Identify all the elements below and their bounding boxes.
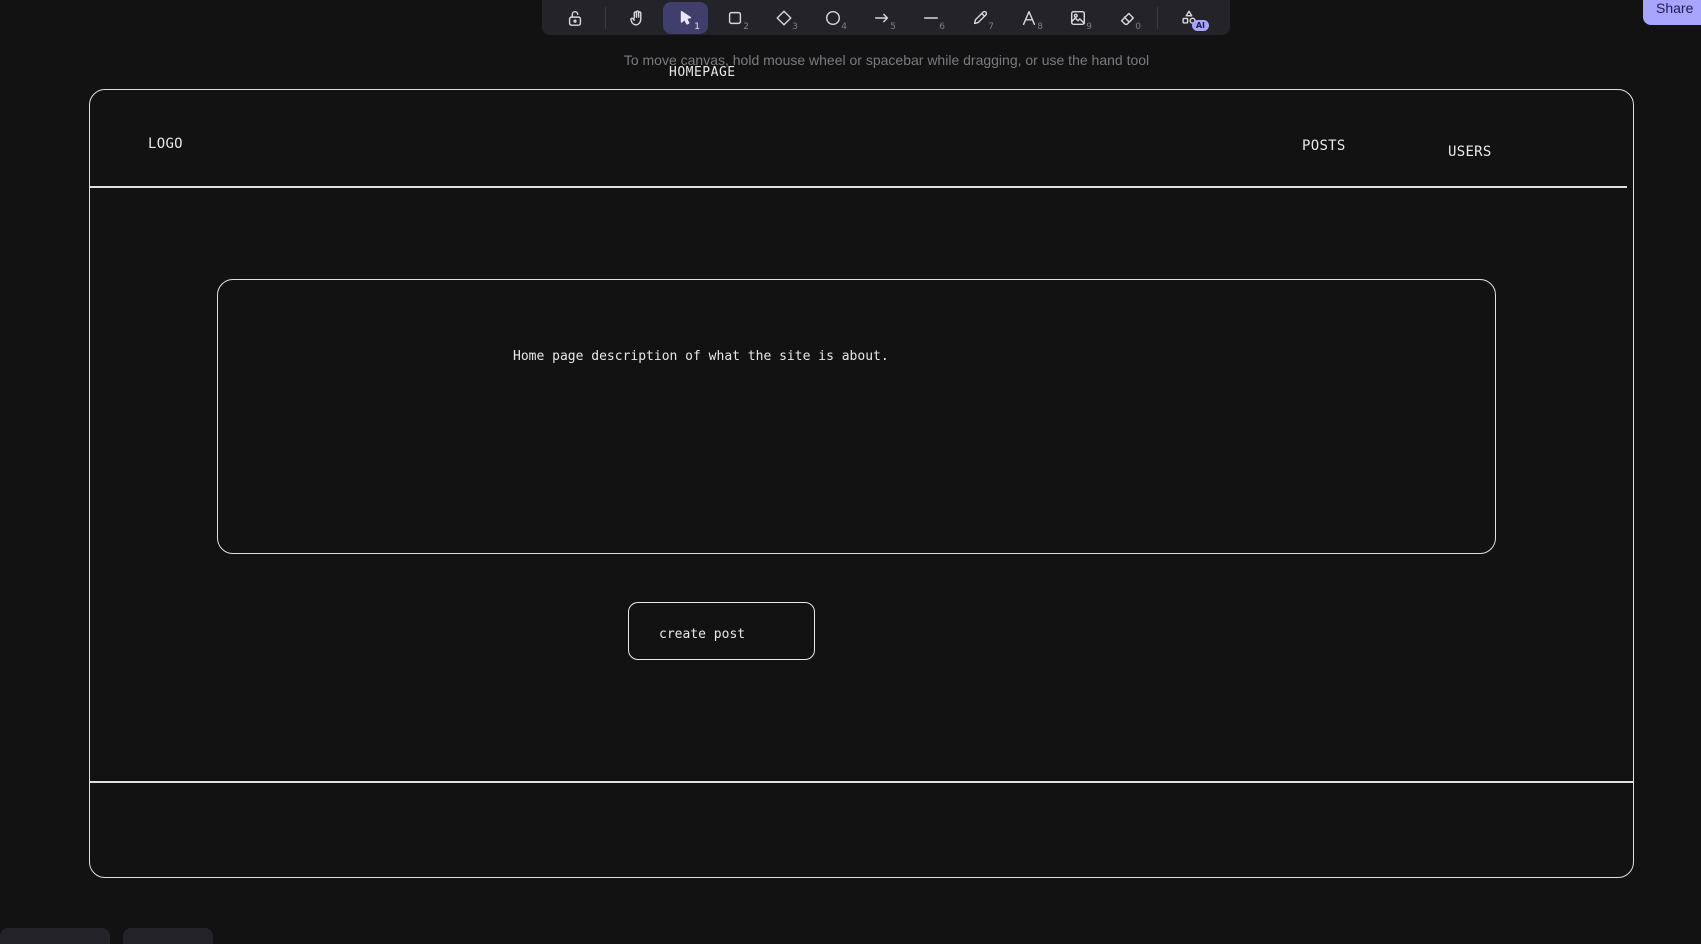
shortcut-key: 4: [841, 21, 847, 32]
shortcut-key: 2: [743, 21, 749, 32]
square-icon: [728, 11, 741, 24]
toolbar-divider: [605, 6, 606, 29]
bottom-toolbar-undo[interactable]: [123, 928, 213, 944]
frame-title[interactable]: HOMEPAGE: [669, 65, 736, 80]
bottom-toolbar-left[interactable]: [0, 928, 110, 944]
nav-posts[interactable]: POSTS: [1302, 138, 1346, 154]
hand-tool[interactable]: [614, 2, 659, 34]
nav-users[interactable]: USERS: [1448, 144, 1492, 160]
pencil-icon: [973, 10, 987, 24]
cursor-icon: [680, 10, 691, 25]
image-tool[interactable]: 9: [1055, 2, 1100, 34]
hand-icon: [629, 9, 641, 25]
lock-open-icon: [568, 10, 581, 26]
shortcut-key: 3: [792, 21, 798, 32]
arrow-tool[interactable]: 5: [859, 2, 904, 34]
lock-tool[interactable]: [552, 2, 597, 34]
shortcut-key: 6: [939, 21, 945, 32]
image-icon: [1070, 10, 1085, 25]
homepage-frame[interactable]: [89, 89, 1634, 878]
description-text[interactable]: Home page description of what the site i…: [513, 349, 889, 364]
create-post-label: create post: [659, 627, 746, 642]
logo-text[interactable]: LOGO: [148, 136, 183, 152]
canvas-hint: To move canvas, hold mouse wheel or spac…: [623, 52, 1150, 68]
ai-badge: AI: [1191, 19, 1209, 31]
shortcut-key: 9: [1086, 21, 1092, 32]
share-button[interactable]: Share: [1643, 0, 1701, 25]
line-icon: [923, 16, 938, 19]
circle-icon: [825, 10, 840, 25]
toolbar: 1 2 3 4 5 6 7 8: [542, 0, 1230, 35]
shortcut-key: 7: [988, 21, 994, 32]
eraser-tool[interactable]: 0: [1104, 2, 1149, 34]
arrow-right-icon: [874, 13, 888, 22]
draw-tool[interactable]: 7: [957, 2, 1002, 34]
selection-tool[interactable]: 1: [663, 1, 708, 34]
shortcut-key: 0: [1135, 21, 1141, 32]
shortcut-key: 5: [890, 21, 896, 32]
header-divider[interactable]: [90, 186, 1627, 188]
eraser-icon: [1120, 12, 1134, 25]
line-tool[interactable]: 6: [908, 2, 953, 34]
text-tool[interactable]: 8: [1006, 2, 1051, 34]
text-icon: [1022, 10, 1035, 25]
diamond-icon: [776, 10, 791, 25]
shortcut-key: 1: [694, 21, 700, 32]
description-box[interactable]: [217, 279, 1496, 554]
create-post-button[interactable]: create post: [628, 602, 815, 660]
rectangle-tool[interactable]: 2: [712, 2, 757, 34]
more-tools[interactable]: AI: [1166, 2, 1211, 34]
ellipse-tool[interactable]: 4: [810, 2, 855, 34]
diamond-tool[interactable]: 3: [761, 2, 806, 34]
footer-divider[interactable]: [90, 781, 1634, 783]
shortcut-key: 8: [1037, 21, 1043, 32]
toolbar-divider: [1157, 6, 1158, 29]
